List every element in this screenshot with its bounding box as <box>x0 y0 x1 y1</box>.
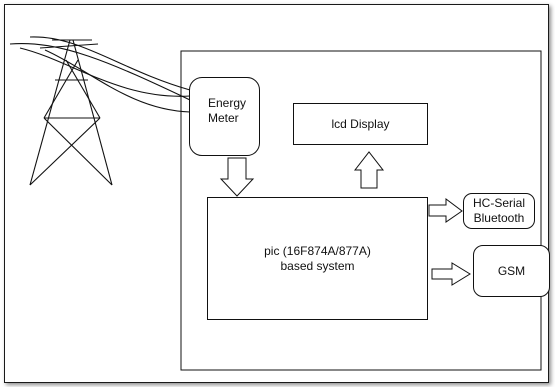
system-enclosure <box>180 50 542 371</box>
lcd-display-block: lcd Display <box>293 103 428 145</box>
energy-meter-block: Energy Meter <box>189 77 260 156</box>
pic-system-label: pic (16F874A/877A) based system <box>264 243 371 273</box>
energy-meter-label: Energy Meter <box>208 96 247 125</box>
power-lines <box>9 36 191 113</box>
arrow-pic-to-bluetooth <box>428 198 463 223</box>
lcd-display-label: lcd Display <box>331 116 390 131</box>
bluetooth-block: HC-Serial Bluetooth <box>463 193 535 229</box>
arrow-pic-to-lcd <box>353 151 385 189</box>
arrow-pic-to-gsm <box>431 262 471 286</box>
transmission-tower-icon <box>29 39 113 186</box>
gsm-block: GSM <box>473 245 550 297</box>
gsm-label: GSM <box>497 263 526 278</box>
pic-system-block: pic (16F874A/877A) based system <box>207 197 428 320</box>
arrow-meter-to-pic <box>219 157 255 197</box>
bluetooth-label: HC-Serial Bluetooth <box>472 196 525 225</box>
